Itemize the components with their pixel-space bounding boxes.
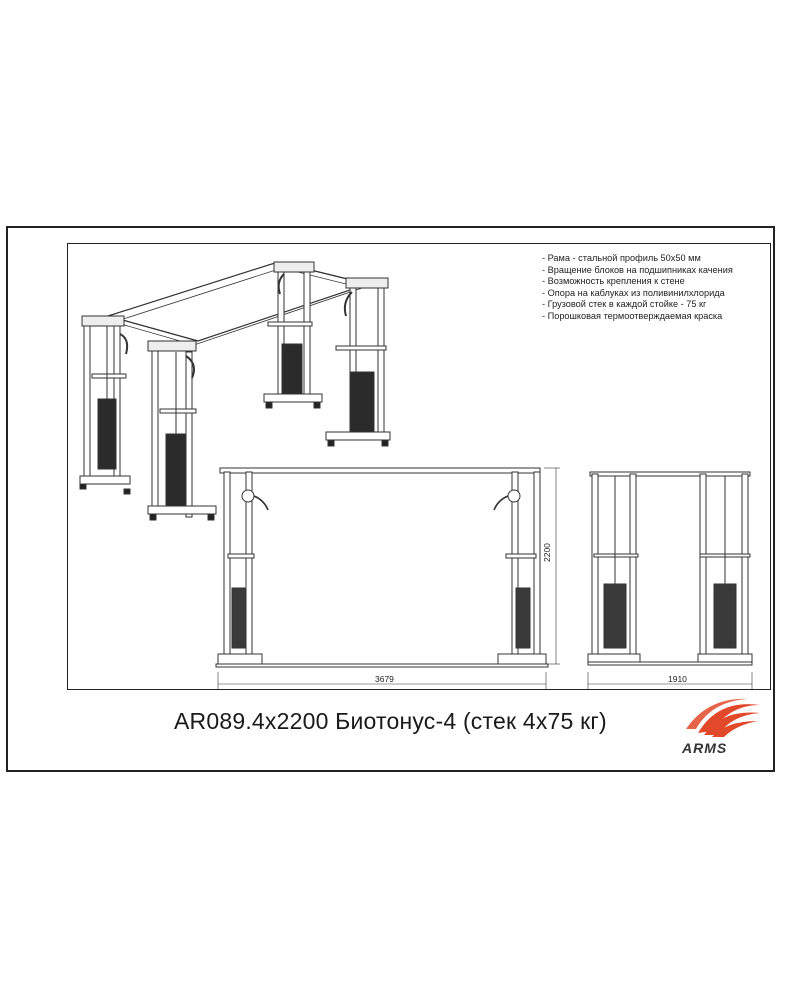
drawing-frame: - Рама - стальной профиль 50х50 мм - Вра… <box>67 243 771 690</box>
svg-text:ARMS: ARMS <box>681 740 727 756</box>
spec-list: - Рама - стальной профиль 50х50 мм - Вра… <box>542 253 733 323</box>
drawing-sheet: - Рама - стальной профиль 50х50 мм - Вра… <box>6 226 775 772</box>
spec-item: - Порошковая термоотверждаемая краска <box>542 310 723 321</box>
spec-item: - Вращение блоков на подшипниках качения <box>542 264 733 275</box>
title-block: AR089.4х2200 Биотонус-4 (стек 4х75 кг) A… <box>67 690 771 770</box>
spec-item: - Возможность крепления к стене <box>542 276 685 287</box>
arms-logo-icon: ARMS <box>681 698 760 756</box>
dimension-width-side: 1910 <box>668 674 687 684</box>
tower-front-middle <box>147 340 217 521</box>
dimension-width-front: 3679 <box>375 674 394 684</box>
isometric-view <box>79 261 391 521</box>
arms-logo: ARMS <box>678 693 768 759</box>
spec-item: - Грузовой стек в каждой стойке - 75 кг <box>542 299 707 310</box>
tower-back-right <box>325 277 391 447</box>
tower-front-left <box>79 315 131 495</box>
tower-back-middle <box>263 261 323 409</box>
front-elevation <box>215 467 560 690</box>
spec-item: - Опора на каблуках из поливинилхлорида <box>542 287 725 298</box>
spec-item: - Рама - стальной профиль 50х50 мм <box>542 253 701 263</box>
side-elevation <box>587 471 753 690</box>
product-title: AR089.4х2200 Биотонус-4 (стек 4х75 кг) <box>174 708 607 734</box>
